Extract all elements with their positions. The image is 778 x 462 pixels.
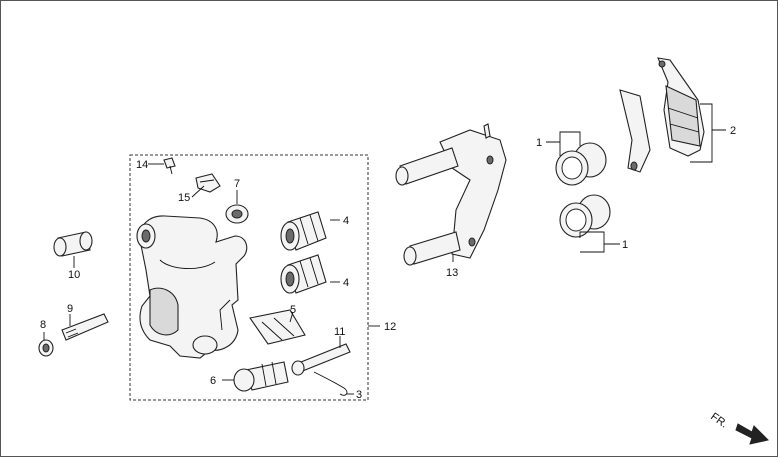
rubber-boot [53, 231, 93, 257]
brake-pad-front [657, 57, 705, 157]
callout-1-lower: 1 [622, 239, 628, 251]
pad-pin [291, 343, 351, 376]
piston-lower [280, 254, 327, 294]
callout-9: 9 [67, 303, 73, 315]
piston-seal-upper [555, 142, 607, 186]
piston-seal-lower [559, 194, 611, 238]
callout-3: 3 [356, 389, 362, 401]
caliper-bracket [395, 123, 507, 266]
callout-8: 8 [40, 319, 46, 331]
caliper-bolt [233, 361, 289, 392]
slide-pin [61, 313, 109, 341]
retaining-clip [313, 371, 348, 396]
callout-2: 2 [730, 125, 736, 137]
callout-labels: 14 15 7 4 4 5 6 11 3 12 13 10 9 8 1 1 2 … [40, 125, 736, 431]
callout-6: 6 [210, 375, 216, 387]
callout-15: 15 [178, 192, 190, 204]
callout-13: 13 [446, 267, 458, 279]
leader-lines [43, 103, 726, 395]
caliper-assembly-box [129, 154, 369, 401]
callout-4-lower: 4 [343, 277, 349, 289]
caliper-body [136, 215, 248, 359]
callout-12: 12 [384, 321, 396, 333]
callout-10: 10 [68, 269, 80, 281]
callout-4-upper: 4 [343, 215, 349, 227]
callout-11: 11 [334, 326, 345, 338]
callout-5: 5 [290, 304, 296, 316]
piston-upper [280, 211, 327, 251]
callout-14: 14 [136, 159, 148, 171]
dust-cap [38, 339, 54, 357]
callout-1-upper: 1 [536, 137, 542, 149]
seal-ring [225, 204, 249, 224]
front-direction-arrow-icon [735, 423, 769, 445]
callout-7: 7 [234, 178, 240, 190]
brake-pad-rear [619, 89, 651, 173]
bleed-screw [163, 157, 176, 175]
